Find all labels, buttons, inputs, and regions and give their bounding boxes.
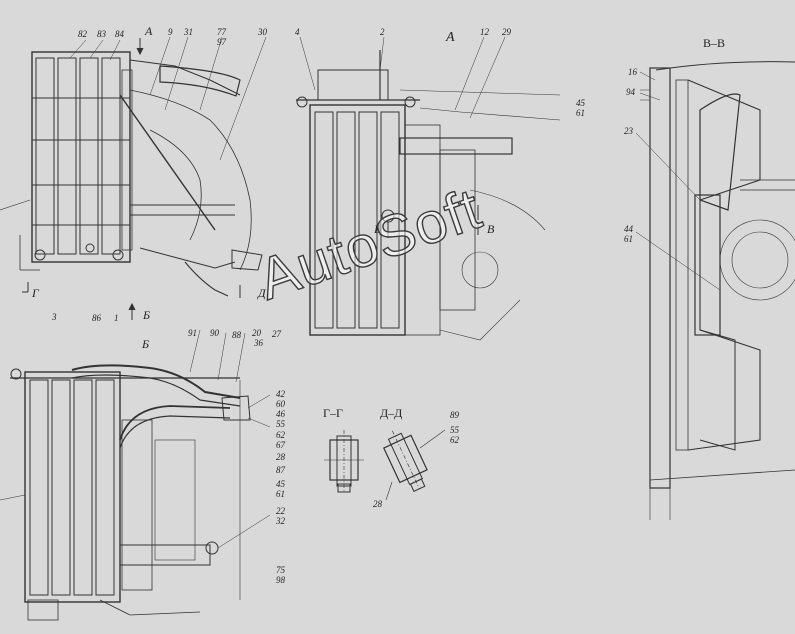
callout-9: 9 [168,27,173,37]
section-g-g-detail [324,430,364,493]
callout-16: 16 [628,67,637,77]
callout-12: 12 [480,27,489,37]
callout-55: 55 [276,419,285,429]
callout-88: 88 [232,330,241,340]
arrow-v-left-label: В [374,222,382,236]
callout-2: 2 [380,27,385,37]
callout-36: 36 [254,338,263,348]
callout-20: 20 [252,328,261,338]
callout-28-d: 28 [373,499,382,509]
callout-46: 46 [276,409,285,419]
section-arrows [22,38,479,320]
callout-98: 98 [276,575,285,585]
section-d-d-title: Д–Д [380,406,403,420]
callout-90: 90 [210,328,219,338]
callout-4: 4 [295,27,300,37]
view-a-center-radiator [296,50,561,341]
callout-61-center: 61 [576,108,585,118]
callout-45-center: 45 [576,98,585,108]
callout-83: 83 [97,29,106,39]
callout-29: 29 [502,27,511,37]
arrow-d-label: Д [258,286,266,300]
callout-44: 44 [624,224,633,234]
callout-55-d: 55 [450,425,459,435]
callout-61-right: 61 [624,234,633,244]
section-g-g-title: Г–Г [323,406,343,420]
section-v-v-title: В–В [703,36,726,50]
arrow-v-right-label: В [487,222,495,236]
callout-67: 67 [276,440,285,450]
callout-94: 94 [626,87,635,97]
section-v-v-fan-shroud [640,61,795,520]
callout-86: 86 [92,313,101,323]
callout-89: 89 [450,410,459,420]
view-b-radiator [0,364,251,621]
callout-42: 42 [276,389,285,399]
section-d-d-detail [383,429,446,501]
leader-lines [69,36,721,549]
view-a-left-title-arrow: А [145,24,153,38]
callout-61-bottom: 61 [276,489,285,499]
callout-87: 87 [276,465,285,475]
callout-30: 30 [258,27,267,37]
callout-31: 31 [184,27,193,37]
callout-45-bottom: 45 [276,479,285,489]
callout-77: 77 [217,27,226,37]
callout-97: 97 [217,37,226,47]
callout-60: 60 [276,399,285,409]
view-b-title: Б [142,337,150,351]
callout-62-d: 62 [450,435,459,445]
callout-22: 22 [276,506,285,516]
callout-84: 84 [115,29,124,39]
arrow-g-label: Г [32,286,39,300]
callout-32: 32 [276,516,285,526]
callout-28: 28 [276,452,285,462]
callout-82: 82 [78,29,87,39]
view-a-center-title: А [446,30,455,45]
callout-27: 27 [272,329,281,339]
callout-62: 62 [276,430,285,440]
arrow-b-label: Б [143,308,151,322]
callout-1: 1 [114,313,119,323]
callout-23: 23 [624,126,633,136]
callout-75: 75 [276,565,285,575]
view-a-left-radiator [0,51,263,297]
callout-91: 91 [188,328,197,338]
callout-3: 3 [52,312,57,322]
